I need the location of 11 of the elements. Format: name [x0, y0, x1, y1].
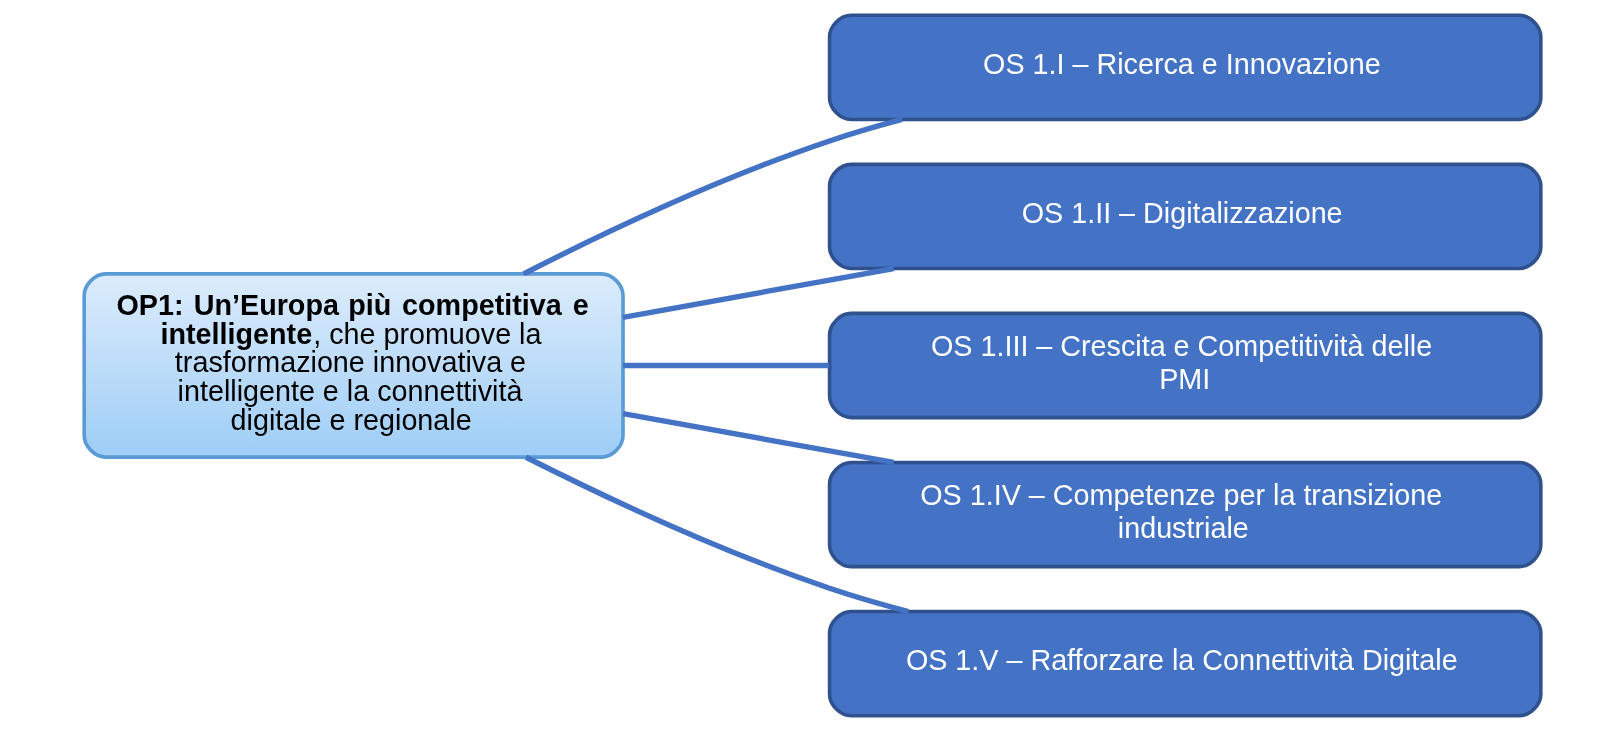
connector — [622, 265, 894, 320]
node-box: OS 1.III – Crescita e Competitività delle PMI — [827, 311, 1543, 420]
node-box: OS 1.I – Ricerca e Innovazione — [827, 13, 1543, 122]
connector — [622, 362, 829, 369]
connector — [622, 411, 894, 466]
node-box: OS 1.IV – Competenze per la transizione industriale — [827, 460, 1543, 569]
node-box: OP1: Un’Europa più competitiva e intelligente, che promuove la trasformazione innovativa e intelligente e la connettività digitale e regionale — [81, 272, 625, 459]
connector — [524, 454, 909, 615]
node-box: OS 1.II – Digitalizzazione — [827, 162, 1543, 271]
node-box: OS 1.V – Rafforzare la Connettività Digitale — [827, 609, 1543, 718]
connector — [521, 116, 903, 277]
